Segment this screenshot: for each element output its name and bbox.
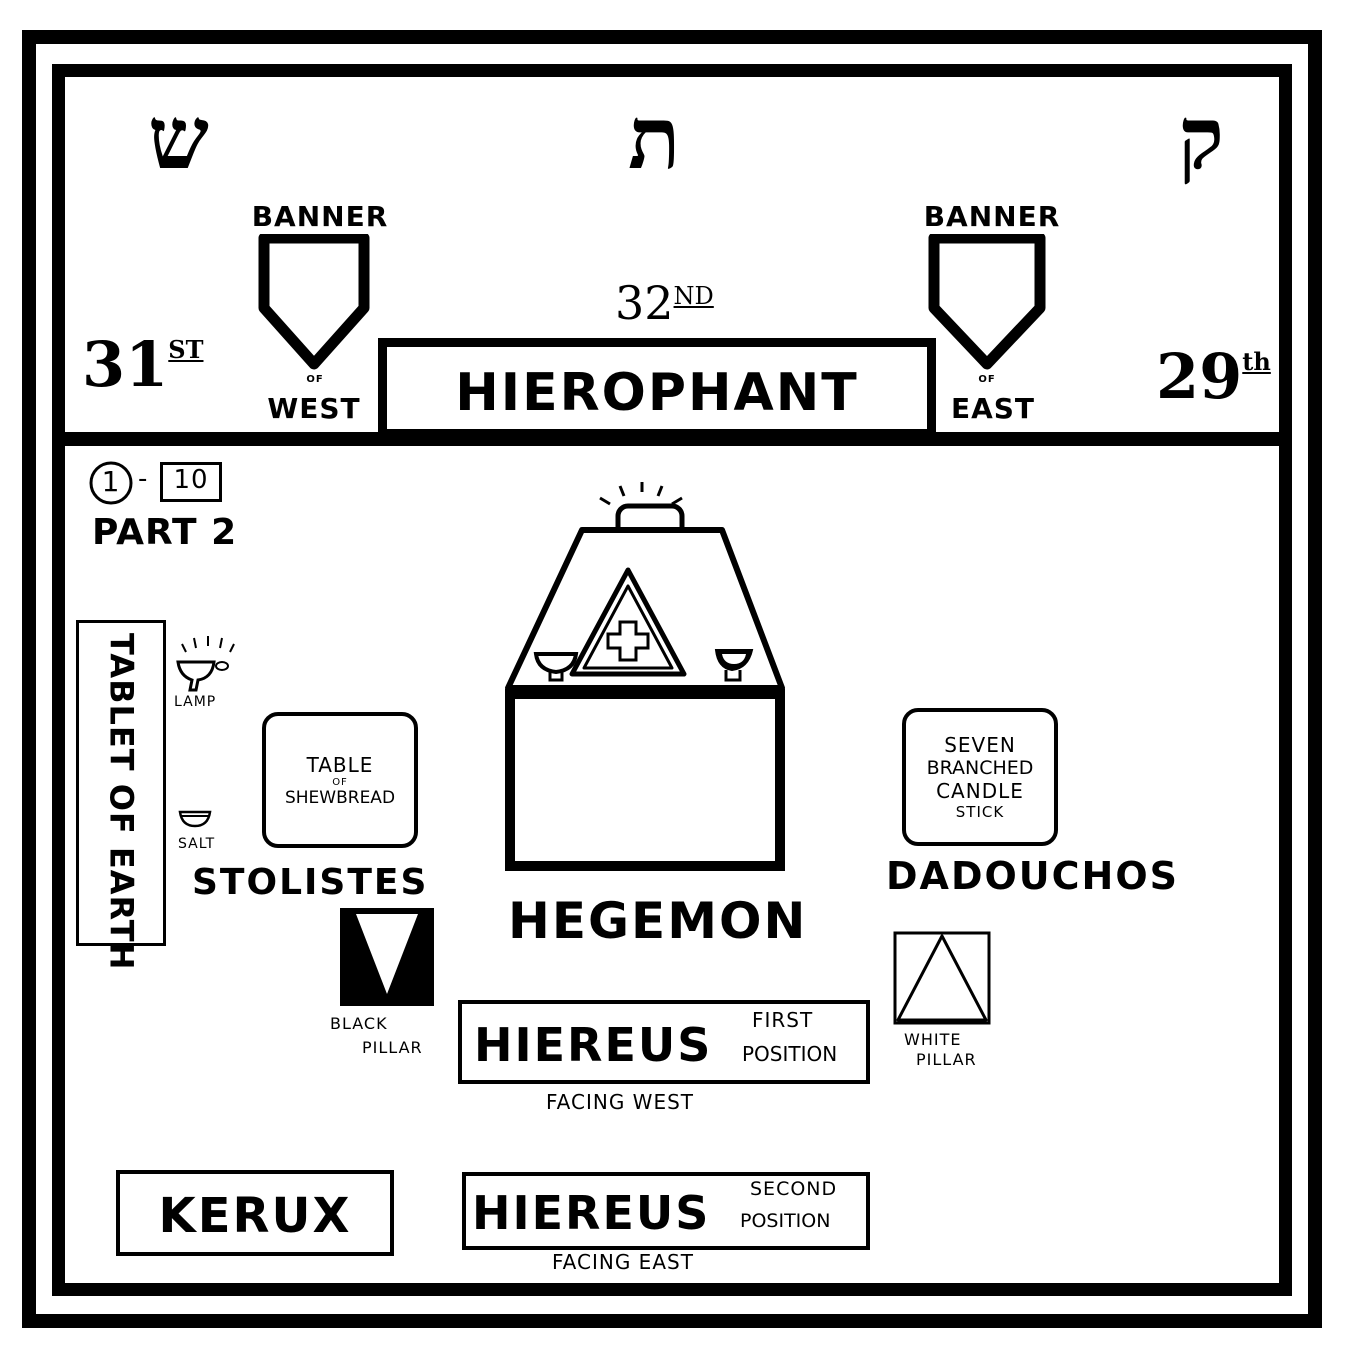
- lamp-rays-icon: [599, 482, 683, 506]
- part-label: PART 2: [92, 512, 238, 553]
- hiereus-second-pos-1: SECOND: [750, 1178, 838, 1200]
- hiereus-first-station: HIEREUS FIRST POSITION: [458, 1000, 870, 1084]
- banner-west-of: OF: [306, 374, 324, 385]
- seven-branched-candlestick: SEVEN BRANCHED CANDLE STICK: [902, 708, 1058, 846]
- hegemon-label: HEGEMON: [508, 892, 808, 950]
- tablet-of-earth: TABLET OF EARTH: [76, 620, 166, 971]
- white-pillar-label-1: WHITE: [904, 1030, 962, 1049]
- circle-1-icon: [89, 461, 133, 505]
- shewbread-line1: TABLE: [306, 752, 374, 777]
- label-dash: -: [138, 464, 149, 494]
- facing-west-label: FACING WEST: [546, 1090, 695, 1114]
- hebrew-tau: ת: [628, 88, 681, 189]
- black-pillar-label-2: PILLAR: [362, 1038, 423, 1057]
- kerux-station: KERUX: [116, 1170, 394, 1256]
- altar: [505, 482, 785, 871]
- hierophant-station: HIEROPHANT: [378, 338, 936, 438]
- inner-frame: [52, 64, 1292, 1296]
- hebrew-shin: ש: [148, 88, 209, 189]
- dadouchos-label: DADOUCHOS: [886, 854, 1180, 898]
- hierophant-label: HIEROPHANT: [455, 363, 859, 423]
- outer-frame: [22, 30, 1322, 1328]
- hiereus-first-pos-2: POSITION: [742, 1042, 838, 1066]
- degree-31: 31ST: [82, 328, 204, 401]
- degree-29: 29th: [1156, 340, 1271, 413]
- shewbread-line3: SHEWBREAD: [284, 787, 396, 808]
- banner-west-label: BANNER: [251, 200, 389, 233]
- white-pillar-label-2: PILLAR: [916, 1050, 977, 1069]
- lamp-icon: [176, 636, 235, 692]
- candlestick-line1: SEVEN: [944, 733, 1016, 757]
- hiereus-second-station: HIEREUS SECOND POSITION: [462, 1172, 870, 1250]
- candlestick-line3: CANDLE: [936, 779, 1024, 803]
- hiereus-second-label: HIEREUS: [472, 1186, 711, 1240]
- stolistes-label: STOLISTES: [192, 862, 429, 903]
- black-pillar-label-1: BLACK: [330, 1014, 388, 1033]
- table-of-shewbread: TABLE OF SHEWBREAD: [262, 712, 418, 848]
- header-divider: [52, 432, 1292, 446]
- banner-west-title: WEST: [267, 392, 361, 425]
- tablet-label: TABLET OF EARTH: [102, 633, 141, 971]
- kerux-label: KERUX: [158, 1188, 352, 1244]
- banner-east-label: BANNER: [923, 200, 1061, 233]
- candlestick-line2: BRANCHED: [926, 757, 1034, 779]
- label-box-number: 10: [173, 465, 209, 495]
- facing-east-label: FACING EAST: [552, 1250, 694, 1274]
- salt-icon: [178, 810, 212, 828]
- hiereus-first-pos-1: FIRST: [752, 1008, 814, 1032]
- banner-west-shield-icon: [258, 234, 370, 370]
- degree-32: 32ND: [615, 276, 714, 330]
- label-circle-number: 1: [101, 465, 121, 498]
- candlestick-line4: STICK: [955, 803, 1005, 821]
- banner-east-shield-icon: [928, 234, 1046, 370]
- hebrew-qoph: ק: [1178, 88, 1225, 189]
- lamp-label: LAMP: [174, 694, 217, 710]
- black-pillar-icon: [340, 908, 434, 1006]
- white-pillar-icon: [893, 931, 991, 1025]
- banner-east-title: EAST: [950, 392, 1036, 425]
- hiereus-first-label: HIEREUS: [474, 1018, 713, 1072]
- hiereus-second-pos-2: POSITION: [740, 1210, 831, 1232]
- label-box: 10: [160, 462, 222, 502]
- salt-label: SALT: [178, 836, 216, 852]
- banner-east-of: OF: [978, 374, 996, 385]
- shewbread-line2: OF: [332, 776, 348, 788]
